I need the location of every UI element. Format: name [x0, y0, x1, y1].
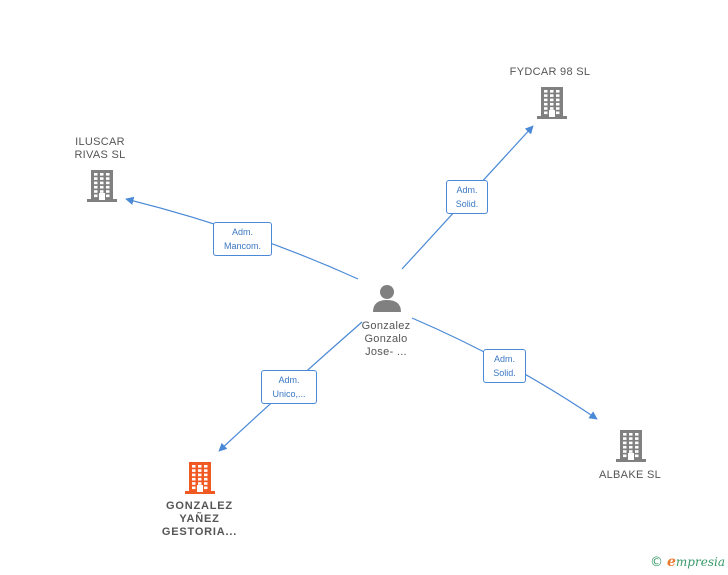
- edge-label-iluscar: Adm. Mancom.: [213, 222, 272, 256]
- copyright-symbol: ©: [650, 555, 663, 570]
- building-icon-gonzalez-yanez[interactable]: [185, 462, 215, 494]
- node-label-albake[interactable]: ALBAKE SL: [598, 469, 661, 481]
- building-icon-iluscar[interactable]: [87, 170, 117, 202]
- edge-label-fydcar: Adm. Solid.: [446, 180, 488, 214]
- brand-logo-letter: e: [667, 554, 676, 570]
- person-icon[interactable]: [373, 285, 401, 312]
- building-icon-albake[interactable]: [616, 430, 646, 462]
- brand-logo-text: mpresia: [675, 555, 725, 569]
- edge-label-gonzalez-yanez: Adm. Unico,...: [261, 370, 317, 404]
- edge-label-albake: Adm. Solid.: [483, 349, 526, 383]
- building-icon-fydcar[interactable]: [537, 87, 567, 119]
- brand-watermark: © empresia: [650, 554, 725, 570]
- center-person-label[interactable]: Gonzalez Gonzalo Jose- ...: [361, 320, 411, 358]
- node-label-iluscar[interactable]: ILUSCAR RIVAS SL: [74, 136, 126, 161]
- node-label-gonzalez-yanez[interactable]: GONZALEZ YAÑEZ GESTORIA...: [161, 500, 238, 538]
- node-label-fydcar[interactable]: FYDCAR 98 SL: [509, 66, 591, 78]
